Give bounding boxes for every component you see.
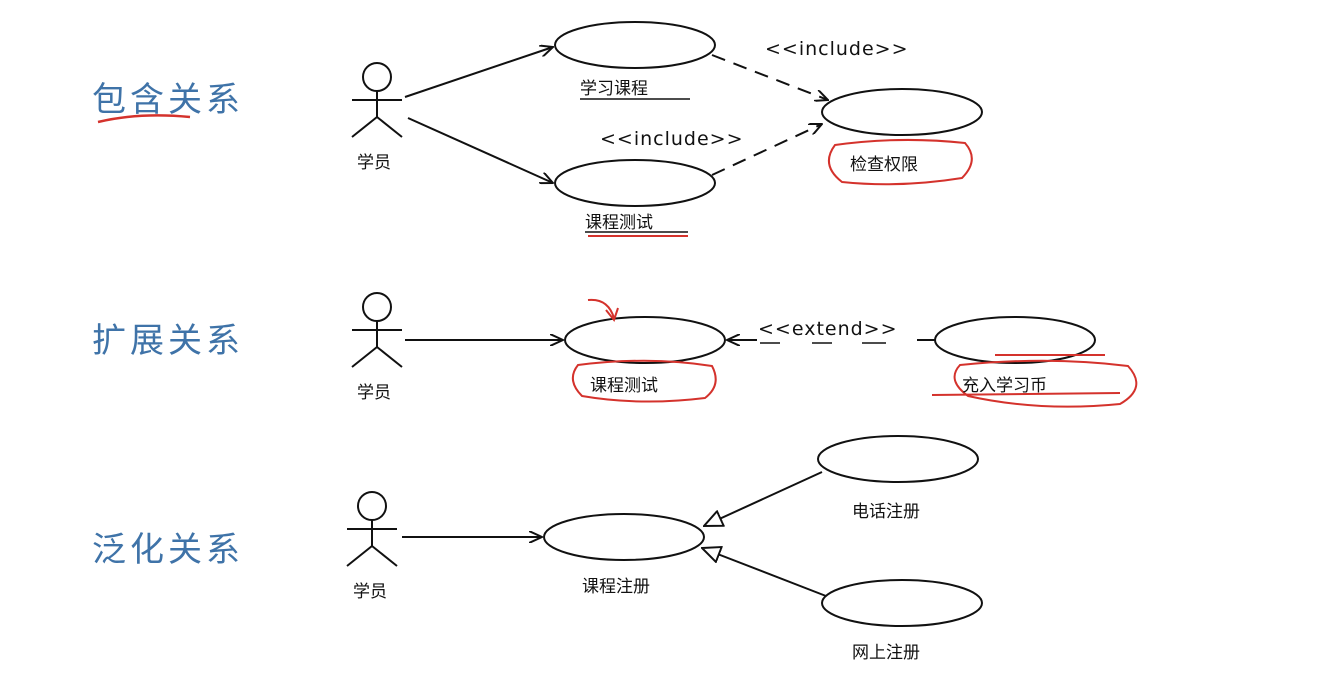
label-check-permission: 检查权限 — [850, 155, 918, 175]
label-course-test-1: 课程测试 — [585, 213, 653, 233]
label-online-register: 网上注册 — [852, 643, 920, 663]
generalization-online — [702, 548, 827, 597]
stereotype-include-top: <<include>> — [765, 38, 909, 60]
red-underline-heading-include — [97, 114, 191, 124]
usecase-online-register — [821, 579, 983, 627]
label-phone-register: 电话注册 — [852, 502, 920, 522]
usecase-check-permission — [821, 88, 983, 136]
actor-extend — [351, 292, 403, 368]
actor-generalization — [346, 491, 398, 567]
assoc-actor-study — [404, 47, 553, 98]
generalization-phone — [704, 471, 823, 526]
heading-generalization: 泛化关系 — [92, 530, 244, 570]
heading-include: 包含关系 — [92, 80, 244, 120]
assoc-actor-test — [407, 117, 553, 183]
actor-label-extend: 学员 — [357, 383, 391, 403]
stereotype-include-bottom: <<include>> — [600, 128, 744, 150]
usecase-phone-register — [817, 435, 979, 483]
actor-label-include: 学员 — [357, 153, 391, 173]
red-circle-check-permission — [827, 138, 973, 186]
label-course-register: 课程注册 — [582, 577, 650, 597]
usecase-course-test-2 — [564, 316, 726, 364]
label-course-test-2: 课程测试 — [590, 376, 658, 396]
heading-extend: 扩展关系 — [92, 321, 244, 361]
stereotype-extend: <<extend>> — [758, 318, 898, 340]
usecase-recharge — [934, 316, 1096, 364]
usecase-study-course — [554, 21, 716, 69]
usecase-course-register — [543, 513, 705, 561]
label-study-course: 学习课程 — [580, 79, 648, 99]
red-circle-course-test-2 — [571, 359, 717, 403]
red-circle-recharge — [953, 359, 1138, 408]
actor-include — [351, 62, 403, 138]
include-study-check — [711, 54, 828, 100]
include-test-check — [711, 124, 822, 176]
usecase-course-test-1 — [554, 159, 716, 207]
actor-label-generalization: 学员 — [353, 582, 387, 602]
label-recharge: 充入学习币 — [962, 376, 1047, 396]
red-underline-recharge — [931, 392, 1121, 396]
extend-label-mask — [757, 318, 917, 348]
red-mark-arrow — [587, 298, 619, 323]
